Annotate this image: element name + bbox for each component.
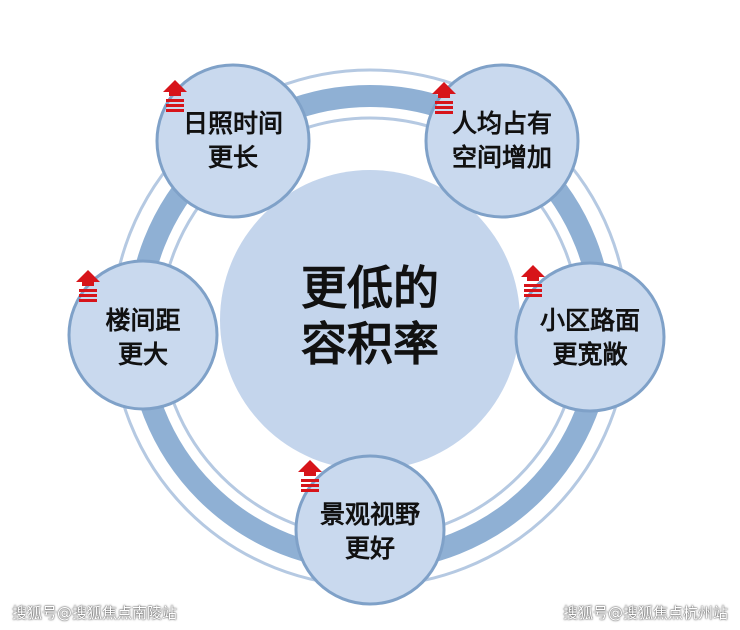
node-circle-spacing [67,259,219,411]
node-label-line2: 更好 [344,534,395,563]
up-arrow-icon-space [432,82,456,114]
node-circle-sunlight [155,63,311,219]
node-label-line2: 更宽敞 [552,340,628,369]
node-label-space: 人均占有 空间增加 [427,107,577,175]
watermark-right: 搜狐号@搜狐焦点杭州站 [562,604,728,622]
node-circle-space [424,63,580,219]
node-label-roads: 小区路面 更宽敞 [515,304,665,372]
node-circle-view [294,454,446,606]
watermark-left: 搜狐号@搜狐焦点南陵站 [12,604,178,622]
up-arrow-icon-spacing [76,270,100,302]
node-label-line1: 日照时间 [182,109,283,138]
node-label-line1: 楼间距 [105,306,181,335]
center-label-line2: 容积率 [301,317,439,371]
node-label-spacing: 楼间距 更大 [68,304,218,372]
node-label-line1: 小区路面 [539,306,640,335]
up-arrow-icon-roads [521,265,545,297]
node-label-line2: 更大 [117,340,168,369]
center-circle [220,170,520,470]
node-label-line2: 空间增加 [451,143,552,172]
node-label-line1: 人均占有 [451,109,552,138]
node-label-line1: 景观视野 [319,500,420,529]
node-label-sunlight: 日照时间 更长 [158,107,308,175]
node-circle-roads [514,261,666,413]
node-label-view: 景观视野 更好 [295,498,445,566]
up-arrow-icon-sunlight [163,80,187,112]
center-label: 更低的 容积率 [270,260,470,372]
up-arrow-icon-view [298,460,322,492]
node-label-line2: 更长 [207,143,258,172]
center-label-line1: 更低的 [301,261,439,315]
